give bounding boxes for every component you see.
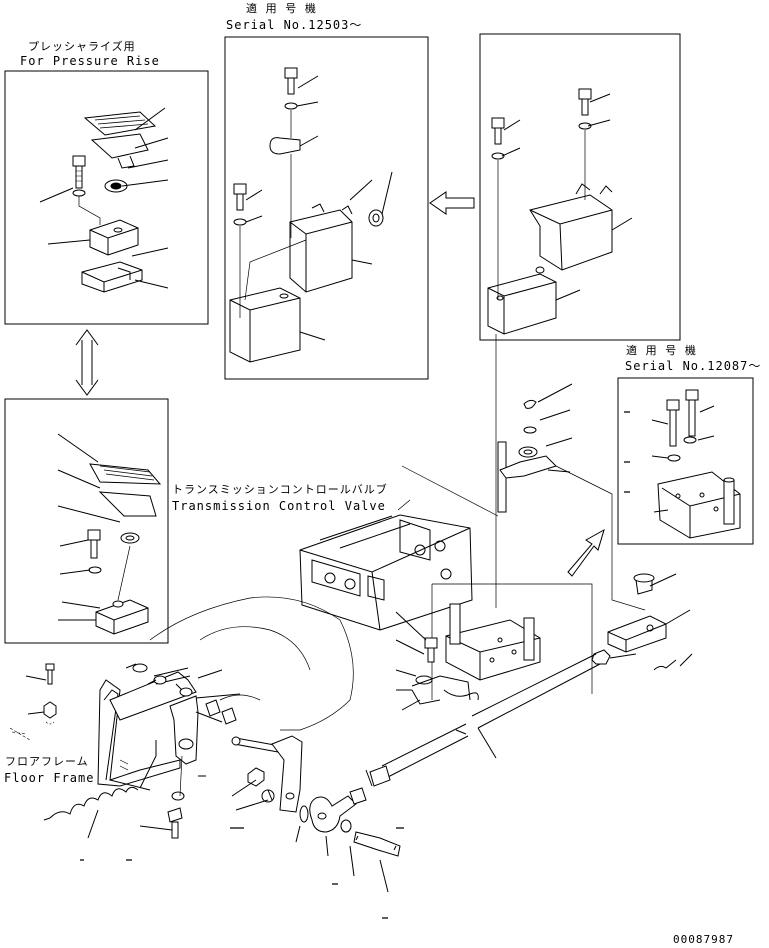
inset-top-right (479, 33, 681, 341)
transmission-valve-label-en: Transmission Control Valve (172, 499, 386, 513)
drawing-number: 00087987 (673, 933, 734, 946)
inset-serial-12087: 適 用 号 機 Serial No.12087～ (617, 343, 761, 545)
inset-left-pedal (4, 398, 169, 644)
floor-frame-label-en: Floor Frame (4, 771, 94, 785)
arrow-left (429, 191, 475, 215)
arrow-diagonal (567, 528, 605, 577)
inset-pressure-rise: プレッシャライズ用 For Pressure Rise (4, 39, 209, 325)
inset-serial-12503: 適 用 号 機 Serial No.12503～ (224, 1, 429, 380)
inset-pressure-rise-label-en: For Pressure Rise (20, 54, 160, 68)
double-arrow-vertical (75, 329, 99, 396)
inset-pressure-rise-label-jp: プレッシャライズ用 (28, 39, 136, 53)
pedal-linkage (9, 663, 404, 919)
inset-serial-12503-label-en: Serial No.12503～ (226, 18, 362, 32)
inset-serial-12087-label-jp: 適 用 号 機 (626, 343, 697, 357)
transmission-housing-outline (149, 596, 354, 731)
mounting-bracket-assembly (395, 383, 646, 711)
clevis-and-rod (365, 573, 693, 787)
floor-frame-label-jp: フロアフレーム (5, 755, 89, 768)
inset-serial-12087-label-en: Serial No.12087～ (625, 359, 761, 373)
transmission-valve-label-jp: トランスミッションコントロールバルブ (172, 482, 388, 496)
transmission-control-valve: トランスミッションコントロールバルブ Transmission Control … (172, 465, 499, 631)
inset-serial-12503-label-jp: 適 用 号 機 (246, 1, 317, 15)
